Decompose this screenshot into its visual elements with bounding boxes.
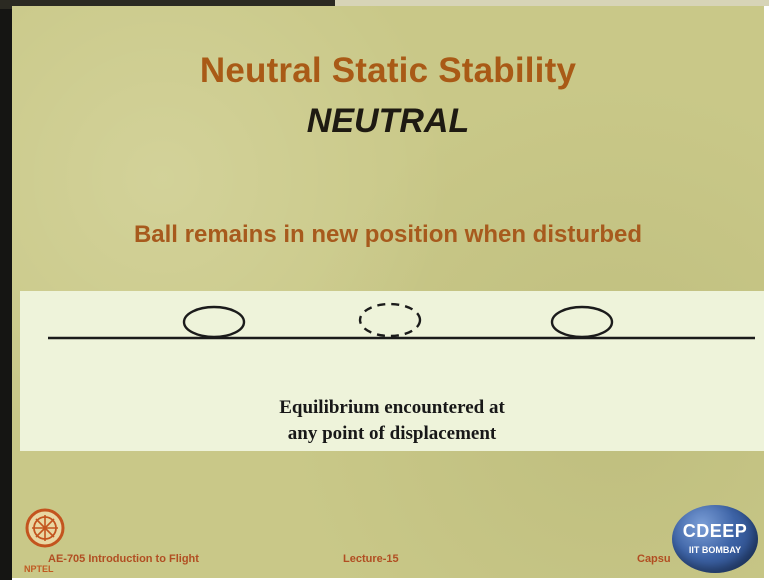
cdeep-logo-title: CDEEP (682, 521, 748, 541)
slide-title: Neutral Static Stability (199, 51, 577, 90)
nptel-logo-icon (25, 508, 65, 548)
top-border (0, 0, 335, 9)
footer-lecture: Lecture-15 (343, 553, 399, 565)
slide-statement: Ball remains in new position when distur… (133, 221, 643, 248)
top-border-light (335, 0, 769, 6)
cdeep-logo-subtitle: IIT BOMBAY (688, 545, 742, 555)
ball-icon (550, 305, 614, 339)
neutral-stability-diagram: Equilibrium encountered at any point of … (20, 291, 764, 451)
lecture-slide: Neutral Static Stability NEUTRAL Ball re… (12, 6, 764, 578)
ball-icon (182, 305, 246, 339)
cdeep-logo-icon: CDEEP IIT BOMBAY (672, 505, 758, 573)
slide-subtitle: NEUTRAL (306, 102, 470, 140)
caption-line-1: Equilibrium encountered at (279, 397, 505, 418)
left-border (0, 0, 12, 580)
dashed-ball-icon (358, 302, 422, 338)
footer-right-partial: Capsu (637, 553, 671, 565)
footer-course: AE-705 Introduction to Flight (48, 553, 199, 565)
caption-line-2: any point of displacement (287, 423, 497, 444)
nptel-logo-text: NPTEL (24, 564, 54, 574)
diagram-caption: Equilibrium encountered at any point of … (20, 395, 764, 447)
diagram-svg (48, 302, 755, 340)
